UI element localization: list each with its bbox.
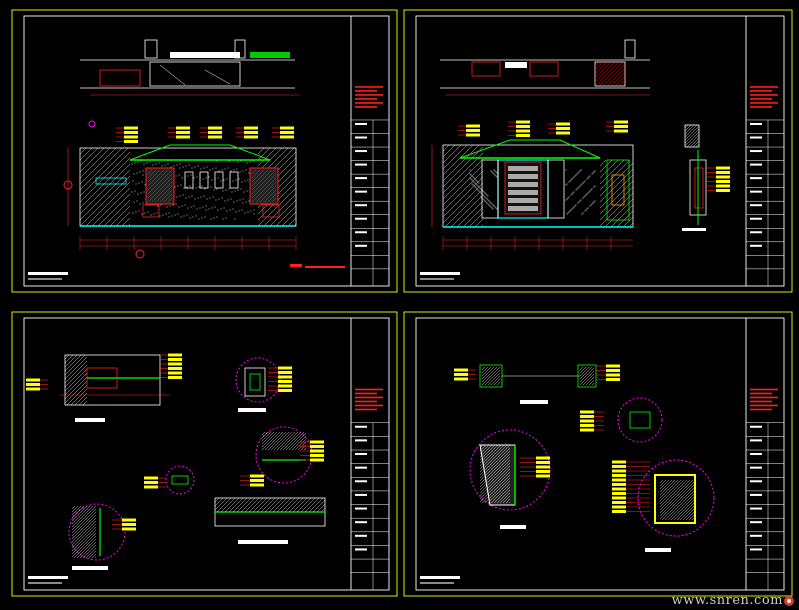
sheets-layer [11, 9, 793, 597]
sheet-1 [11, 9, 398, 293]
sheet-1-elevation [63, 39, 345, 268]
watermark-logo-icon [784, 596, 794, 606]
sheet-3-details [26, 353, 326, 570]
sheet-2-elevation [431, 39, 730, 250]
sheet-3 [11, 311, 398, 597]
watermark-text: www.snren.com [671, 593, 783, 608]
sheet-2 [403, 9, 793, 293]
sheet-4-details [454, 364, 715, 552]
sheet-4 [403, 311, 793, 597]
